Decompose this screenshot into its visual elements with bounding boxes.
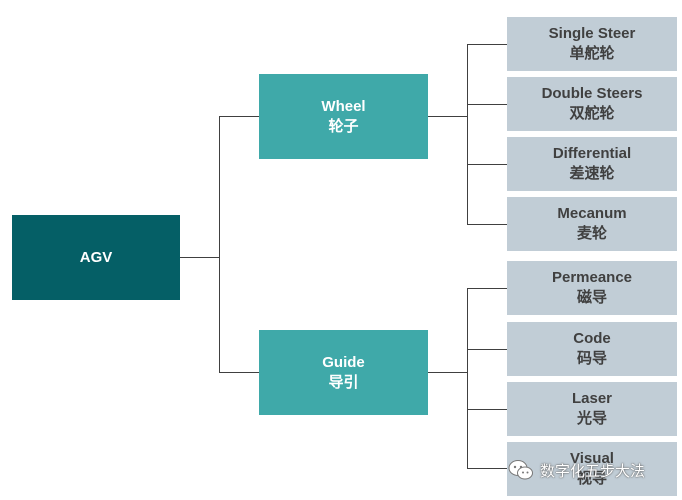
wechat-icon [508,460,533,480]
connector-leaf-code [467,349,507,350]
connector-root [180,257,220,258]
connector-leaf-differential [467,164,507,165]
leaf-differential-en: Differential [552,145,632,162]
leaf-code: Code 码导 [507,322,677,376]
node-wheel-en: Wheel [321,97,366,115]
connector-leaf-mecanum [467,224,507,225]
leaf-mecanum-en: Mecanum [557,205,627,222]
node-guide: Guide 导引 [259,330,428,415]
connector-wheel-out [428,116,468,117]
leaf-permeance: Permeance 磁导 [507,261,677,315]
leaf-visual-zh: 视导 [576,470,607,487]
connector-guide [219,372,259,373]
node-agv-label: AGV [79,248,113,266]
connector-leaf-laser [467,409,507,410]
connector-wheel [219,116,259,117]
leaf-permeance-zh: 磁导 [576,289,607,306]
node-wheel-zh: 轮子 [328,117,359,135]
connector-guide-spine [467,288,468,469]
connector-root-spine [219,116,220,373]
connector-leaf-permeance [467,288,507,289]
leaf-laser: Laser 光导 [507,382,677,436]
leaf-laser-zh: 光导 [576,410,607,427]
leaf-differential-zh: 差速轮 [569,165,615,182]
leaf-double-steers-zh: 双舵轮 [569,105,615,122]
connector-guide-out [428,372,468,373]
node-guide-zh: 导引 [328,373,359,391]
node-agv: AGV [12,215,180,300]
leaf-mecanum: Mecanum 麦轮 [507,197,677,251]
leaf-double-steers-en: Double Steers [541,85,643,102]
leaf-permeance-en: Permeance [551,269,633,286]
leaf-single-steer: Single Steer 单舵轮 [507,17,677,71]
leaf-code-zh: 码导 [576,350,607,367]
leaf-visual: Visual 视导 [507,442,677,496]
leaf-differential: Differential 差速轮 [507,137,677,191]
node-wheel: Wheel 轮子 [259,74,428,159]
leaf-code-en: Code [573,330,611,347]
connector-wheel-spine [467,44,468,225]
connector-leaf-visual [467,468,507,469]
leaf-mecanum-zh: 麦轮 [576,225,607,242]
leaf-visual-en: Visual [570,450,614,467]
connector-leaf-double-steers [467,104,507,105]
node-guide-en: Guide [322,353,365,371]
connector-leaf-single-steer [467,44,507,45]
leaf-single-steer-zh: 单舵轮 [569,45,615,62]
leaf-laser-en: Laser [571,390,613,407]
leaf-single-steer-en: Single Steer [548,25,636,42]
watermark: 数字化五步大法 [508,457,645,483]
leaf-double-steers: Double Steers 双舵轮 [507,77,677,131]
watermark-text: 数字化五步大法 [540,462,646,480]
